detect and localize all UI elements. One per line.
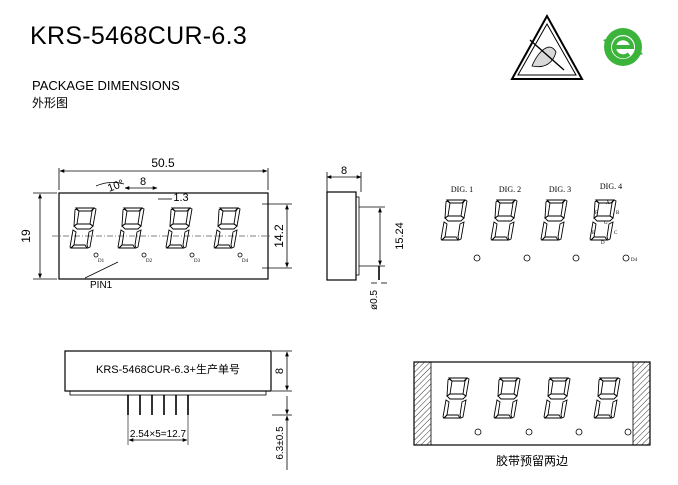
section-title: PACKAGE DIMENSIONS bbox=[32, 78, 180, 93]
pin-diameter-label: ø0.5 bbox=[369, 290, 380, 310]
front-view: 50.5 19 14.2 8 10° 1.3 D1 D2 D3 bbox=[19, 156, 292, 291]
schematic-dp-label: D4 bbox=[631, 258, 638, 263]
seg-b: B bbox=[616, 211, 620, 216]
tape-digit-2 bbox=[493, 377, 521, 419]
seg-c: C bbox=[614, 231, 618, 236]
pin-pitch-label: 2.54×5=12.7 bbox=[130, 429, 187, 440]
seg-f: F bbox=[595, 211, 598, 216]
dp-label-4: D4 bbox=[242, 259, 249, 264]
tape-right-margin bbox=[632, 361, 651, 446]
width-dimension: 50.5 bbox=[151, 156, 175, 170]
dp-label-2: D2 bbox=[146, 259, 153, 264]
height-dimension: 19 bbox=[19, 229, 33, 243]
bottom-thickness-label: 8 bbox=[274, 368, 286, 374]
seg-e: E bbox=[592, 231, 595, 236]
digit-4 bbox=[213, 207, 241, 249]
side-view: 8 15.24 ø0.5 bbox=[326, 165, 406, 310]
dp-label-3: D3 bbox=[194, 259, 201, 264]
pin-length-label: 6.3±0.5 bbox=[275, 426, 286, 460]
seg-d: D bbox=[601, 241, 605, 246]
seg-a: A bbox=[606, 201, 610, 206]
tape-digit-3 bbox=[543, 377, 571, 419]
environmental-e-icon bbox=[603, 28, 643, 66]
segment-width-label: 1.3 bbox=[173, 192, 188, 204]
digit-label-1: DIG. 1 bbox=[451, 185, 473, 194]
schematic-digit-1 bbox=[440, 199, 468, 241]
digit-2 bbox=[117, 207, 145, 249]
slant-angle-label: 10° bbox=[106, 178, 126, 195]
tape-left-margin bbox=[413, 361, 432, 446]
side-body bbox=[326, 191, 357, 281]
tape-view: 胶带预留两边 bbox=[413, 361, 651, 468]
digit-1 bbox=[69, 207, 97, 249]
dp-label-1: D1 bbox=[98, 259, 105, 264]
digit-3 bbox=[165, 207, 193, 249]
segment-schematic: DIG. 1 DIG. 2 DIG. 3 DIG. 4 A B C D E F … bbox=[440, 182, 638, 263]
pin1-label: PIN1 bbox=[90, 280, 113, 291]
digit-height-dimension: 14.2 bbox=[272, 224, 286, 248]
depth-dimension: 8 bbox=[341, 165, 347, 177]
digit-pitch-dimension: 8 bbox=[140, 176, 146, 188]
pin-span-dimension: 15.24 bbox=[394, 222, 406, 250]
schematic-digit-3 bbox=[540, 199, 568, 241]
bottom-view: KRS-5468CUR-6.3+生产单号 8 2.54×5=12.7 6.3±0… bbox=[64, 350, 292, 470]
tape-digit-1 bbox=[442, 377, 470, 419]
bottom-part-label: KRS-5468CUR-6.3+生产单号 bbox=[96, 362, 240, 376]
tape-digit-4 bbox=[593, 377, 621, 419]
digit-label-4: DIG. 4 bbox=[600, 182, 622, 191]
section-title-cn: 外形图 bbox=[32, 96, 69, 110]
seg-g: G bbox=[604, 221, 608, 226]
digit-label-2: DIG. 2 bbox=[499, 185, 521, 194]
display-body bbox=[58, 192, 269, 280]
digit-label-3: DIG. 3 bbox=[549, 185, 571, 194]
tape-caption: 胶带预留两边 bbox=[496, 453, 568, 468]
page-title: KRS-5468CUR-6.3 bbox=[30, 22, 248, 50]
schematic-digit-2 bbox=[490, 199, 518, 241]
esd-warning-icon bbox=[510, 13, 584, 80]
